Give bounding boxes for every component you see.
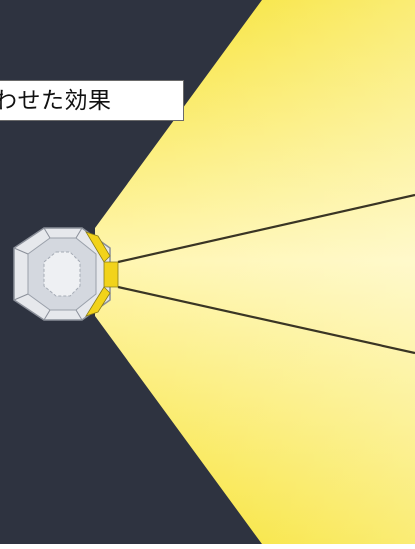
lamp-emitter-center [104,262,118,287]
octagonal-lamp-icon [14,228,118,320]
caption-text: わせた効果 [0,86,112,116]
caption-label-box: わせた効果 [0,80,184,121]
lamp-core [44,252,80,296]
